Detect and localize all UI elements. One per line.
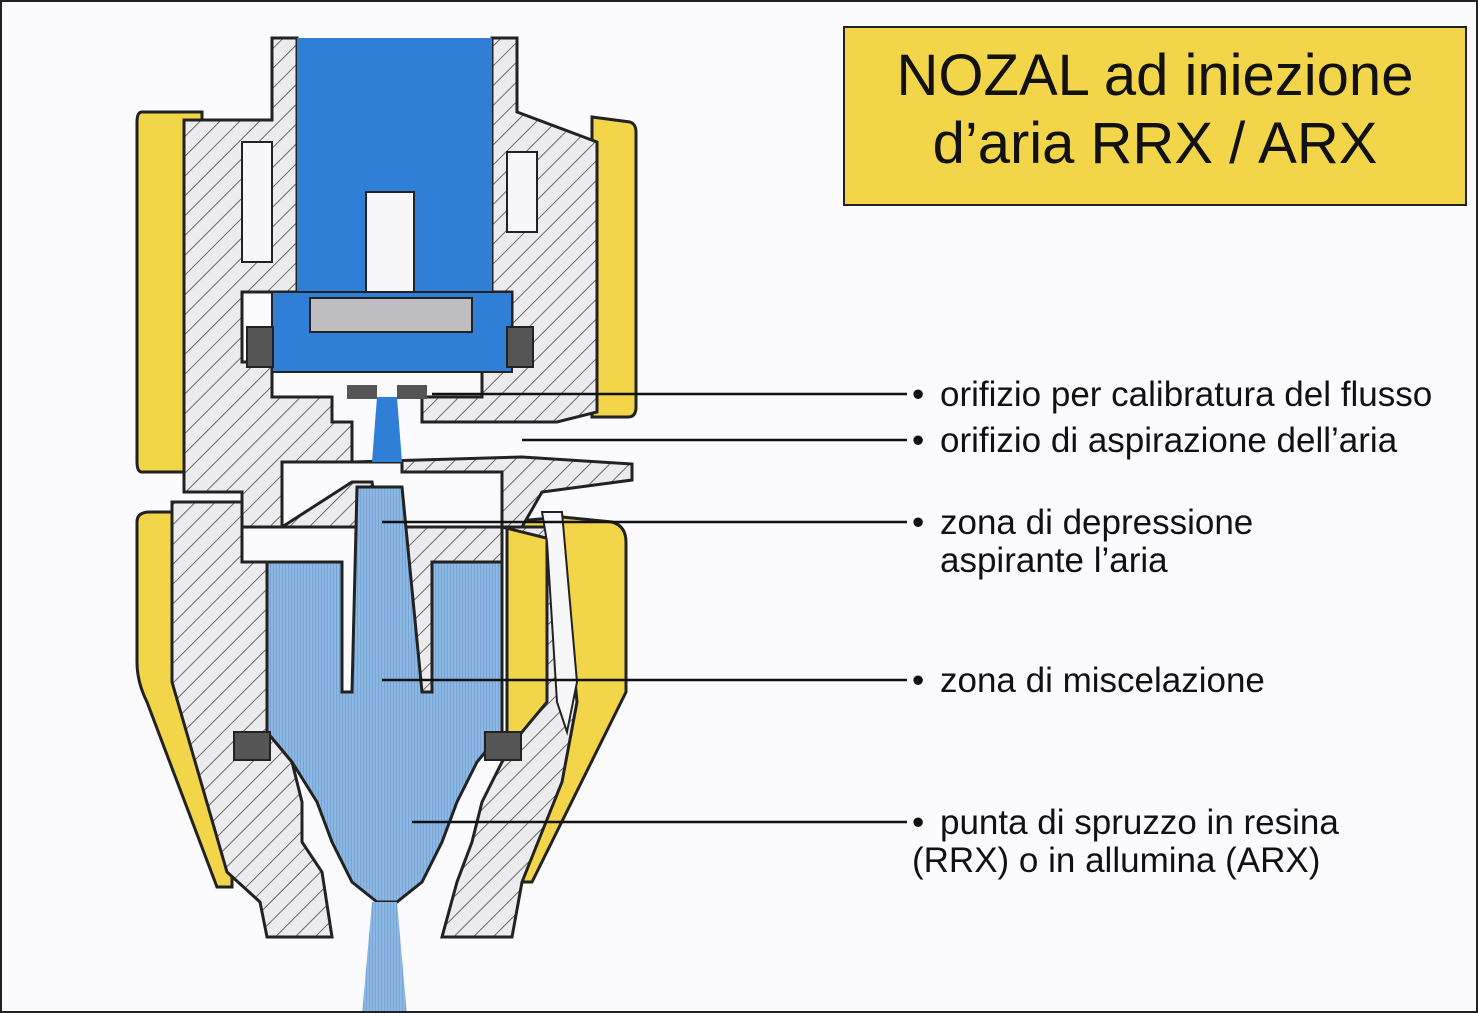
bullet: • [912,375,925,414]
label-text-line-2: (RRX) o in allumina (ARX) [912,841,1321,880]
title-line-1: NOZAL ad iniezione [896,43,1414,108]
bullet: • [912,421,925,460]
label-text-line-2: aspirante l’aria [940,541,1168,580]
label-spray-tip: • punta di spruzzo in resina (RRX) o in a… [912,804,1339,880]
label-mixing-zone: • zona di miscelazione [912,662,1265,700]
bullet: • [912,803,925,842]
label-air-intake-orifice: • orifizio di aspirazione dell’aria [912,422,1397,460]
fluid-channel [246,38,534,462]
title-line-2: d’aria RRX / ARX [932,111,1378,176]
bullet: • [912,661,925,700]
upper-body [182,36,634,529]
label-flow-calibration-orifice: • orifizio per calibratura del flusso [912,376,1432,414]
label-text: orifizio per calibratura del flusso [940,375,1433,414]
label-depression-zone: • zona di depressione aspirante l’aria [912,504,1253,580]
label-text: orifizio di aspirazione dell’aria [940,421,1398,460]
label-text: zona di miscelazione [940,661,1265,700]
mixing-zone [233,485,522,1011]
label-text: punta di spruzzo in resina [940,803,1339,842]
label-text: zona di depressione [940,503,1254,542]
title-box: NOZAL ad iniezione d’aria RRX / ARX [843,26,1467,206]
leader-lines [382,392,907,824]
bullet: • [912,503,925,542]
